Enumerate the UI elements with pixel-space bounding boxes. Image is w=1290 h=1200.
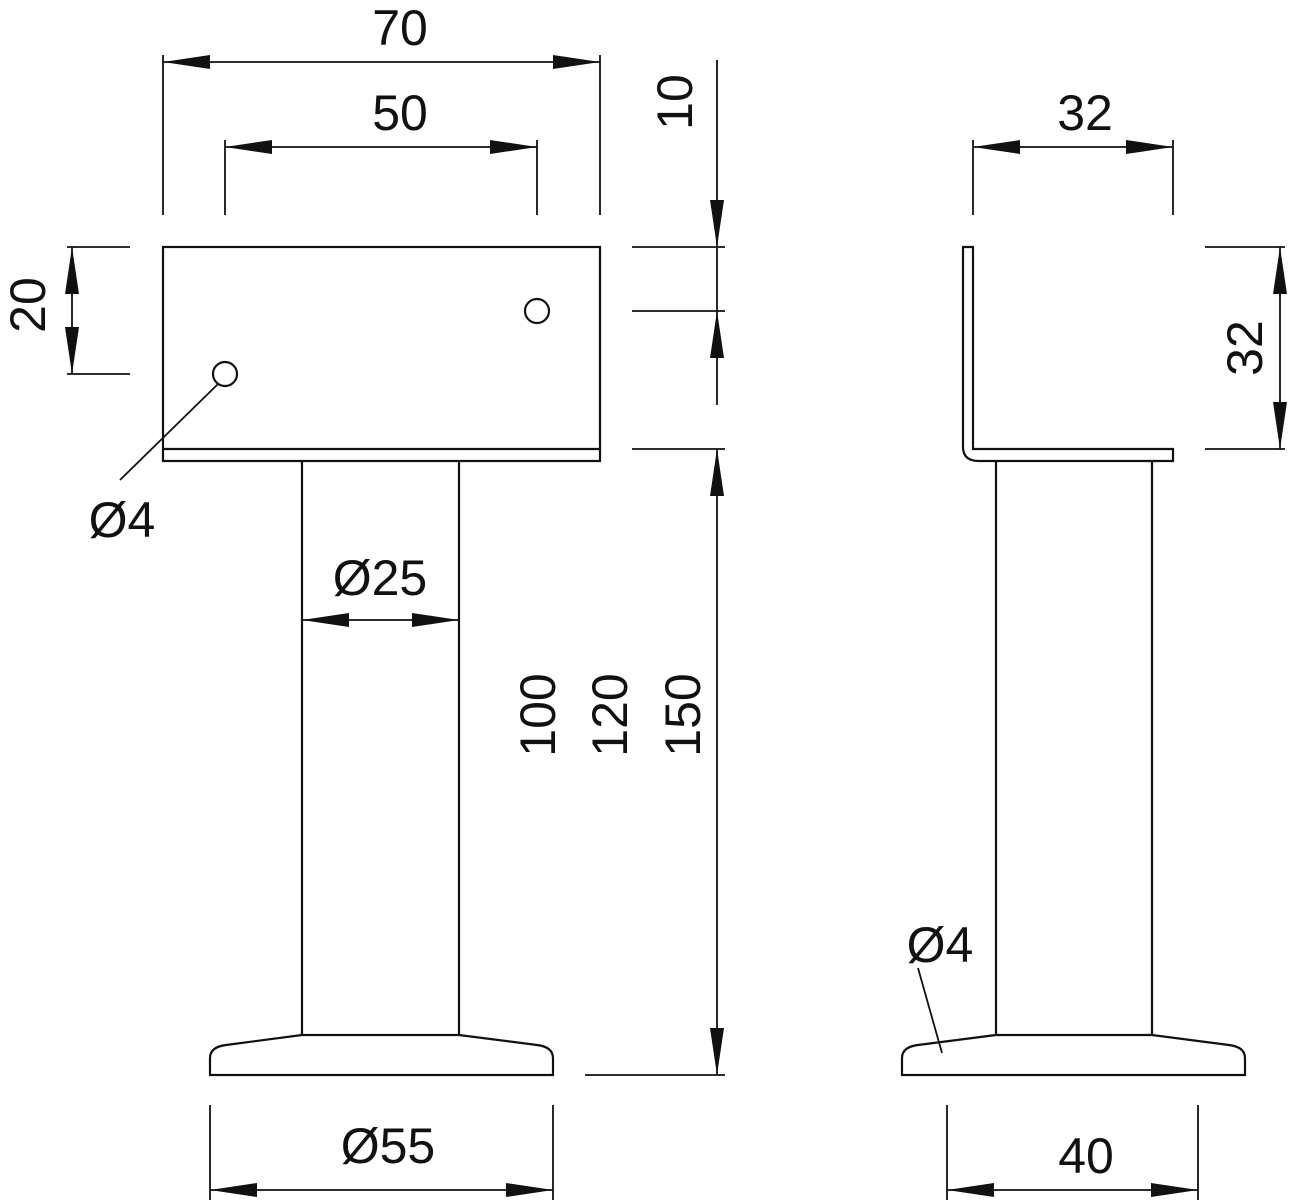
side-view [900,245,1247,1077]
leader-base-hole [917,967,943,1054]
front-view-dimensions: 70 50 20 10 100 120 150 Ø25 Ø4 Ø55 [0,0,725,1200]
label-10: 10 [647,74,703,130]
label-side-base: 40 [1058,1128,1114,1184]
label-70: 70 [372,0,428,56]
label-base-diameter: Ø55 [341,1118,436,1174]
hole-left [211,360,239,388]
label-tube-diameter: Ø25 [333,550,428,606]
label-hole-diameter: Ø4 [89,492,156,548]
label-20: 20 [0,277,56,333]
mounting-plate [161,245,602,463]
side-base [900,1033,1247,1077]
front-view [161,245,602,1077]
label-flange-height: 32 [1217,320,1273,376]
label-120: 120 [582,673,638,756]
label-50: 50 [372,85,428,141]
base-flange [208,1033,555,1077]
label-depth: 32 [1057,85,1113,141]
leader-hole [119,383,219,481]
label-100: 100 [510,673,566,756]
label-150: 150 [655,673,711,756]
label-base-hole: Ø4 [907,917,974,973]
side-view-dimensions: 32 32 Ø4 40 [907,85,1287,1200]
angle-bracket [961,245,1175,463]
hole-right [523,297,551,325]
